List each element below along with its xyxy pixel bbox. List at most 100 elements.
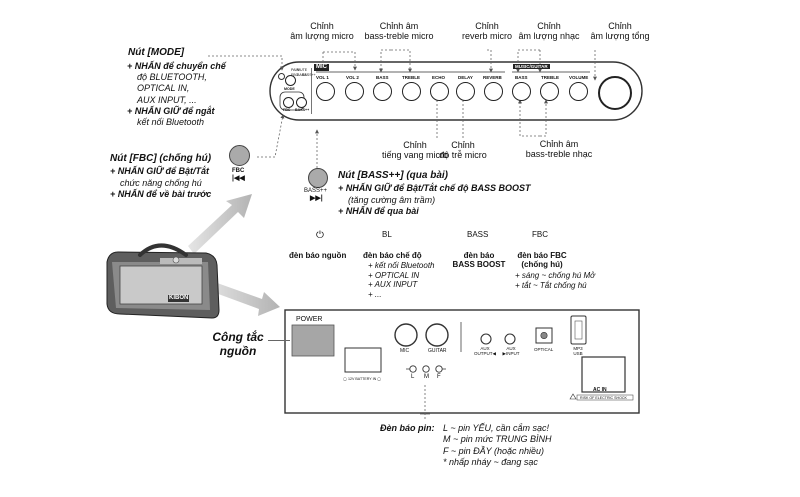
mic-bass-knob[interactable] — [373, 82, 392, 101]
panel-label-music-treble: TREBLE — [541, 75, 559, 80]
arrow-to-rear — [202, 279, 280, 316]
bl-detail: + kết nối Bluetooth — [368, 261, 435, 270]
rear-mic-label: MIC — [400, 348, 410, 354]
panel-label-mic: MIC — [314, 64, 329, 71]
bl-indicator-title: đèn báo chế độ — [363, 251, 422, 260]
fbc-description: + NHẤN GIỮ để Bật/Tắt chức năng chống hú… — [110, 166, 211, 201]
bl-indicator-symbol: BL — [382, 230, 392, 239]
music-treble-knob[interactable] — [540, 82, 559, 101]
music-bass-knob[interactable] — [512, 82, 531, 101]
fbc-button-label: FBC — [232, 168, 245, 174]
callout-delay: Chỉnh độ trễ micro — [428, 140, 498, 161]
power-led-icon — [278, 73, 285, 80]
mode-title: Nút [MODE] — [128, 47, 185, 58]
leader-bass-mic — [379, 49, 391, 73]
callout-line2: reverb micro — [461, 31, 512, 42]
reverb-knob[interactable] — [484, 82, 503, 101]
bl-indicator-details: + kết nối Bluetooth + OPTICAL IN + AUX I… — [368, 261, 435, 299]
panel-label-mute: MUTE — [297, 68, 308, 72]
fbc-line: + NHẤN GIỮ để Bật/Tắt — [110, 166, 210, 176]
fbc-indicator-symbol: FBC — [532, 230, 548, 239]
rear-led-f-label: F — [437, 374, 441, 380]
battery-lines: L ~ pin YẾU, cần cắm sạc! M ~ pin mức TR… — [443, 423, 551, 469]
leader-music-treble — [540, 99, 548, 137]
battery-title: Đèn báo pin: — [380, 423, 435, 433]
callout-line2: âm lượng nhạc — [518, 31, 580, 42]
callout-line1: Chỉnh — [403, 140, 427, 150]
leader-fbc — [257, 114, 285, 158]
fbc-button[interactable] — [229, 145, 250, 166]
panel-label-fbc: FBC — [283, 108, 291, 112]
panel-label-mode: MODE — [284, 87, 295, 91]
ac-in-socket — [581, 356, 626, 393]
bass-line: (tăng cường âm trầm) — [348, 194, 436, 205]
rear-led-l-label: L — [411, 374, 415, 380]
mode-button[interactable] — [285, 75, 296, 86]
fbc-panel-button[interactable] — [283, 97, 294, 108]
battery-line: F ~ pin ĐẦY (hoặc nhiều) — [443, 445, 544, 456]
vol1-knob[interactable] — [316, 82, 335, 101]
callout-line1: Chỉnh âm — [379, 21, 419, 31]
battery-line: L ~ pin YẾU, cần cắm sạc! — [443, 423, 549, 433]
callout-line2: âm lượng micro — [290, 31, 354, 42]
mic-jack — [394, 323, 418, 347]
bass-panel-button[interactable] — [296, 97, 307, 108]
mic-treble-knob[interactable] — [402, 82, 421, 101]
led-m — [422, 365, 430, 373]
fbc-title: Nút [FBC] (chống hú) — [110, 153, 212, 164]
power-indicator-title: đèn báo nguồn — [289, 251, 347, 260]
bl-detail: + ... — [368, 289, 382, 299]
callout-master-vol: Chỉnh âm lượng tổng — [580, 21, 660, 42]
callout-echo: Chỉnh tiếng vang micro — [370, 140, 460, 161]
mode-description: + NHẤN để chuyển chế độ BLUETOOTH, OPTIC… — [127, 61, 226, 128]
power-indicator-icon: ⏻ — [316, 230, 324, 241]
music-volume-knob[interactable] — [569, 82, 588, 101]
speaker-illustration — [106, 243, 220, 319]
bass-button-label: BASS++ — [304, 188, 328, 194]
battery-line: M ~ pin mức TRUNG BÌNH — [443, 434, 552, 445]
panel-label-reverb: REVERB — [483, 75, 502, 80]
arrow-to-top — [188, 194, 252, 254]
mode-line: + NHẤN GIỮ để ngắt — [127, 105, 215, 116]
vol2-knob[interactable] — [345, 82, 364, 101]
callout-line1: Chỉnh — [451, 140, 475, 150]
echo-knob[interactable] — [430, 82, 449, 101]
power-switch-title: Công tắc nguồn — [212, 330, 264, 358]
bass-description: + NHẤN GIỮ để Bật/Tắt chế độ BASS BOOST … — [338, 183, 531, 218]
rear-ac-in-label: AC IN — [593, 387, 607, 393]
previous-track-icon: |◀◀ — [232, 175, 245, 182]
panel-label-fbc-led: FBC — [291, 73, 299, 77]
bass-line: + NHẤN để qua bài — [338, 206, 419, 216]
callout-line1: Chỉnh — [475, 21, 499, 31]
bass-button[interactable] — [308, 168, 328, 188]
mode-line: độ BLUETOOTH, — [137, 72, 207, 83]
power-switch-arrow — [268, 340, 290, 341]
rear-optical-label: OPTICAL — [534, 347, 554, 352]
panel-label-volume: VOLUME — [569, 75, 589, 80]
leader-music-bass — [518, 99, 540, 137]
callout-line2: độ trễ micro — [439, 150, 487, 161]
callout-bass-treble-mic: Chỉnh âm bass-treble micro — [356, 21, 442, 42]
panel-label-vol1: VOL 1 — [316, 75, 329, 80]
led-l — [409, 365, 417, 373]
panel-label-delay: DELAY — [458, 75, 473, 80]
panel-label-bassplus-led: BASS++ — [302, 73, 316, 77]
delay-knob[interactable] — [456, 82, 475, 101]
rear-aux-output-label: AUX OUTPUT◀ — [474, 346, 496, 357]
master-volume-knob[interactable] — [598, 76, 632, 110]
mode-line: AUX INPUT, ... — [137, 94, 197, 105]
rear-guitar-label: GUITAR — [428, 348, 447, 354]
fbc-detail: + tắt ~ Tắt chống hú — [515, 280, 587, 290]
callout-line2: tiếng vang micro — [381, 150, 449, 161]
bl-detail: + OPTICAL IN — [368, 270, 420, 280]
fbc-indicator-details: + sáng ~ chống hú Mở + tắt ~ Tắt chống h… — [515, 271, 595, 290]
mic-section-divider — [311, 68, 312, 114]
callout-music-bass-treble: Chỉnh âm bass-treble nhạc — [514, 139, 604, 160]
callout-reverb: Chỉnh reverb micro — [447, 21, 527, 42]
callout-line2: âm lượng tổng — [590, 31, 650, 42]
rear-power-label: POWER — [296, 316, 323, 323]
leader-treble-mic — [391, 49, 412, 73]
callout-line1: Chỉnh — [310, 21, 334, 31]
battery-connector — [344, 347, 382, 373]
fbc-line: + NHẤN để về bài trước — [110, 189, 212, 199]
